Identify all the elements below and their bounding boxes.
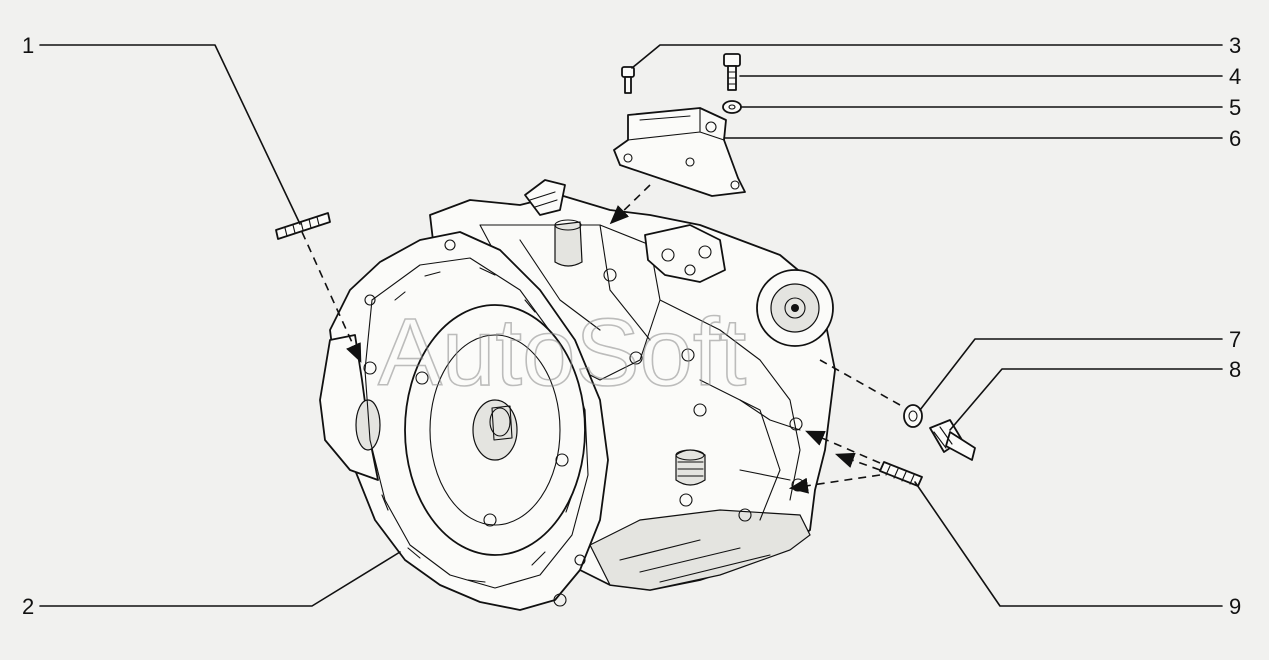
bracket-part-6	[609, 107, 746, 225]
washer-part-7	[903, 404, 923, 428]
fitting-part-8	[819, 359, 976, 461]
stud-part-1	[275, 212, 362, 363]
callout-7: 7	[1229, 327, 1241, 352]
leader-7	[919, 338, 1223, 411]
washer-part-5	[722, 100, 742, 114]
bolt-part-3	[621, 66, 635, 94]
leader-2	[39, 551, 401, 607]
callout-numbers: 1 2 3 4 5 6 7 8 9	[22, 33, 1241, 619]
callout-6: 6	[1229, 126, 1241, 151]
callout-8: 8	[1229, 357, 1241, 382]
bell-housing	[319, 231, 609, 611]
watermark: AutoSoft	[378, 299, 746, 406]
callout-4: 4	[1229, 64, 1241, 89]
leader-lines	[39, 44, 1223, 607]
callout-1: 1	[22, 33, 34, 58]
callout-5: 5	[1229, 95, 1241, 120]
leader-1	[39, 44, 301, 225]
callout-3: 3	[1229, 33, 1241, 58]
leader-8	[949, 368, 1223, 431]
bolt-part-4	[723, 53, 741, 91]
callout-9: 9	[1229, 594, 1241, 619]
leader-9	[914, 481, 1223, 607]
leader-3	[631, 44, 1223, 69]
callout-2: 2	[22, 594, 34, 619]
